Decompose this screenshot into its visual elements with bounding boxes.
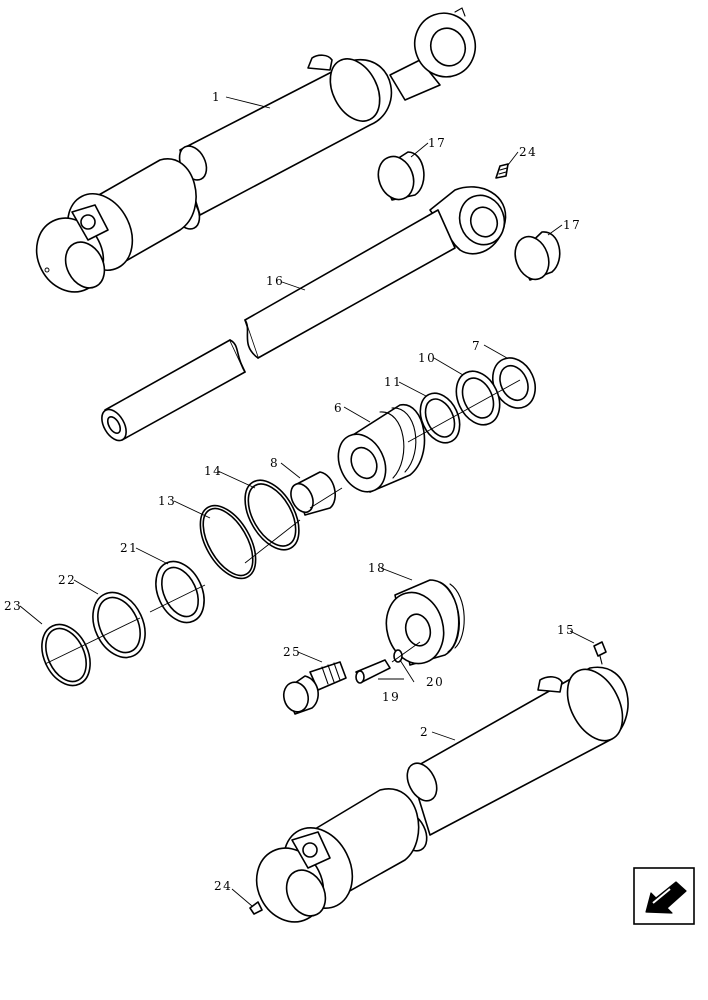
part-24-grease-fitting-lower	[249, 901, 263, 915]
part-15-plug	[593, 641, 607, 665]
part-11-o-ring	[419, 392, 461, 444]
arrow-left-down-icon	[645, 881, 687, 914]
callout-label: 21	[120, 541, 138, 555]
part-21-seal-ring	[155, 560, 205, 624]
part-2-cylinder-barrel	[255, 666, 629, 923]
callout-label: 25	[283, 645, 301, 659]
part-25-bolt	[282, 661, 347, 715]
callout-label: 17	[563, 218, 581, 232]
callout-label: 8	[270, 456, 279, 470]
part-19-pin	[355, 659, 391, 684]
pin-axis-line	[391, 641, 421, 663]
part-14-backup-ring	[244, 479, 300, 551]
callout-label: 7	[472, 339, 481, 353]
part-6-gland	[337, 404, 426, 493]
callout-label: 20	[426, 675, 444, 689]
nav-arrow-button[interactable]	[633, 867, 695, 925]
callout-label: 19	[382, 690, 400, 704]
part-24-grease-fitting-upper	[495, 163, 509, 179]
callout-label: 16	[266, 274, 284, 288]
callout-labels: 1 2 6 7 8 10 11 13 14 15 16 17 17 18 19 …	[4, 90, 581, 893]
callout-label: 24	[214, 879, 232, 893]
callout-label: 10	[418, 351, 436, 365]
part-22-piston-seal	[92, 591, 146, 659]
callout-label: 1	[212, 90, 221, 104]
assembly-axis-line	[44, 379, 521, 665]
callout-label: 11	[384, 375, 402, 389]
part-17-bushing-upper	[377, 151, 425, 201]
callout-label: 6	[334, 401, 343, 415]
part-1-cylinder-barrel	[35, 7, 477, 293]
part-18-piston	[385, 579, 465, 666]
callout-label: 17	[428, 136, 446, 150]
callout-label: 2	[420, 725, 429, 739]
part-17-bushing-right	[514, 231, 561, 281]
part-13-o-ring	[199, 504, 257, 580]
callout-label: 22	[58, 573, 76, 587]
callout-leaders	[19, 96, 595, 907]
callout-label: 24	[519, 145, 537, 159]
callout-label: 23	[4, 599, 22, 613]
callout-label: 18	[368, 561, 386, 575]
callout-label: 14	[204, 464, 222, 478]
callout-label: 15	[557, 623, 575, 637]
part-8-guide-bushing	[290, 471, 336, 516]
part-16-piston-rod	[101, 186, 507, 442]
part-23-wear-ring	[41, 623, 91, 687]
callout-label: 13	[158, 494, 176, 508]
